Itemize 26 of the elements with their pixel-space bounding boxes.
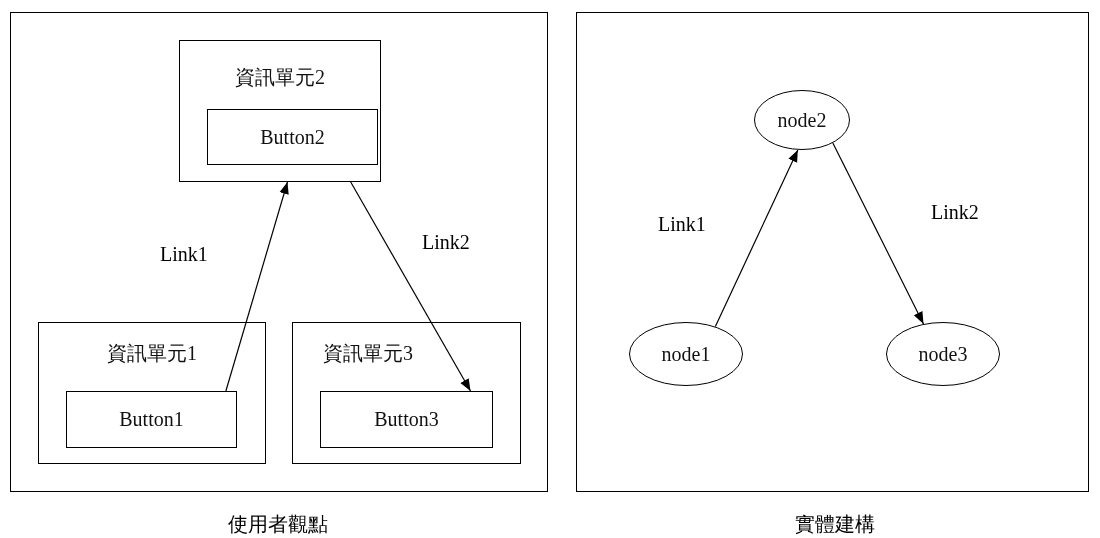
container-box xyxy=(179,40,381,182)
panel-caption: 使用者觀點 xyxy=(228,511,328,538)
process-box xyxy=(66,391,237,448)
process-box xyxy=(207,109,378,165)
container-box xyxy=(292,322,521,464)
box-label: Button3 xyxy=(373,407,440,431)
panel-frame xyxy=(10,12,548,492)
node-label: node2 xyxy=(776,108,828,132)
panel-caption: 實體建構 xyxy=(795,511,875,538)
container-box xyxy=(38,322,266,464)
arrow xyxy=(225,181,289,392)
arrow xyxy=(832,142,925,325)
box-label: Button2 xyxy=(259,125,326,149)
box-heading: 資訊單元1 xyxy=(106,341,198,365)
process-box xyxy=(320,391,493,448)
box-heading: 資訊單元2 xyxy=(234,65,326,89)
arrow xyxy=(350,181,472,392)
panel-frame xyxy=(576,12,1089,492)
arrow xyxy=(714,149,799,328)
node-label: node3 xyxy=(917,342,969,366)
node-label: node1 xyxy=(660,342,712,366)
ellipse-node xyxy=(754,90,850,150)
box-label: Button1 xyxy=(118,407,185,431)
ellipse-node xyxy=(886,322,1000,386)
box-heading: 資訊單元3 xyxy=(323,341,413,365)
ellipse-node xyxy=(629,322,743,386)
